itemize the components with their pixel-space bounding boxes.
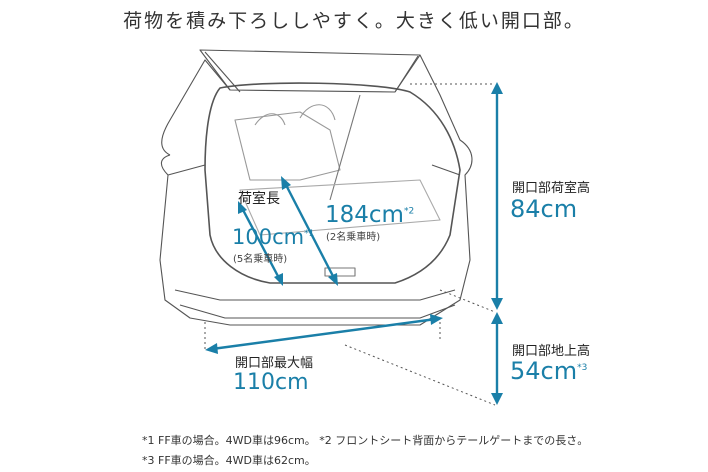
opening-height-value: 84cm [510, 195, 578, 223]
ground-height-label: 開口部地上高 [512, 344, 591, 359]
footnote-line-1: *1 FF車の場合。4WD車は96cm。 *2 フロントシート背面からテールゲー… [142, 434, 589, 447]
cargo-length-2seat-value: 184cm*2 [325, 202, 414, 228]
opening-width-value: 110cm [233, 370, 309, 395]
opening-width-label: 開口部最大幅 [235, 356, 314, 371]
footnote-line-2: *3 FF車の場合。4WD車は62cm。 [142, 454, 316, 467]
opening-height-label: 開口部荷室高 [512, 181, 591, 196]
footnote-3-mark: *3 [577, 363, 588, 373]
footnote-1-mark: *1 [304, 229, 315, 239]
cargo-length-5seat-number: 100cm [232, 225, 305, 249]
cargo-length-2seat-note: (2名乗車時) [326, 232, 381, 243]
ground-height-value: 54cm*3 [510, 357, 587, 385]
cargo-length-5seat-note: (5名乗車時) [233, 254, 288, 265]
cargo-length-5seat-value: 100cm*1 [232, 225, 314, 249]
cargo-length-label: 荷室長 [238, 191, 280, 207]
footnote-2-mark: *2 [403, 206, 415, 217]
headline: 荷物を積み下ろししやすく。大きく低い開口部。 [123, 10, 585, 32]
guide-dotted-lines [204, 83, 496, 406]
cargo-length-2seat-number: 184cm [325, 202, 404, 228]
ground-height-number: 54cm [510, 357, 578, 385]
suv-outline [159, 49, 473, 326]
dimension-arrows [205, 82, 503, 405]
